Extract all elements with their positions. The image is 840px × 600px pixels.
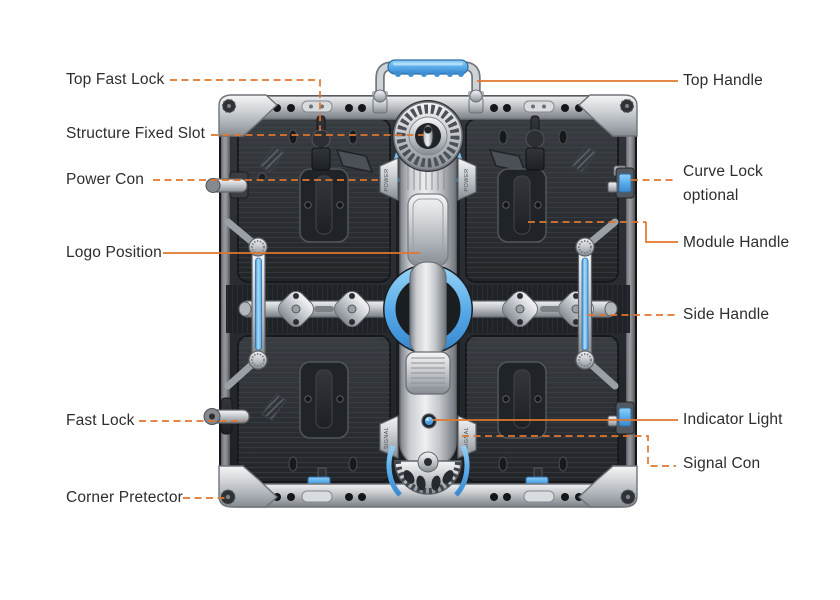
top-fast-lock-rods xyxy=(311,115,545,171)
label-structure-fixed-slot: Structure Fixed Slot xyxy=(66,125,206,142)
label-logo-position: Logo Position xyxy=(66,244,162,261)
module-handle-slot-top-left xyxy=(299,168,349,243)
crossbar-left xyxy=(238,291,393,327)
blue-accent-fan-left xyxy=(386,444,402,497)
leader-top-fast-lock xyxy=(170,79,321,131)
curve-lock-upper-right xyxy=(607,165,635,199)
power-connector-left: POWER xyxy=(379,157,399,201)
module-handle-slots xyxy=(299,168,547,439)
vent-paddles xyxy=(258,144,598,422)
blue-ring xyxy=(383,261,473,357)
spine-grip xyxy=(405,351,451,395)
bottom-fan xyxy=(386,444,470,497)
module-handle-slot-bottom-right xyxy=(497,361,547,439)
logo-plate xyxy=(407,193,449,267)
blue-accent-fan-right xyxy=(454,444,470,497)
connector-wedges: POWER POWER SIGNAL SIGNAL xyxy=(379,157,477,459)
label-curve-lock-optional: optional xyxy=(683,187,739,204)
label-corner-pretector: Corner Pretector xyxy=(66,489,183,506)
top-handle-grip xyxy=(387,59,469,77)
center-spine xyxy=(383,126,473,470)
corner-protector-bottom-right xyxy=(620,489,636,505)
label-curve-lock: Curve Lock xyxy=(683,163,763,180)
side-handle-right xyxy=(575,218,619,390)
module-handle-slot-bottom-left xyxy=(299,361,349,439)
left-frame-edge xyxy=(221,110,230,492)
power-connector-right: POWER xyxy=(457,157,477,201)
label-fast-lock: Fast Lock xyxy=(66,412,135,429)
power-connector-label: POWER xyxy=(464,168,470,191)
label-module-handle: Module Handle xyxy=(683,234,790,251)
curve-lock-lower-right xyxy=(607,401,635,435)
fast-lock-upper-left xyxy=(205,171,267,199)
leader-lines xyxy=(139,79,678,499)
module-handle-slot-top-right xyxy=(497,168,547,243)
corner-protector-top-right xyxy=(619,98,635,114)
leader-module-handle-elbow xyxy=(645,222,678,243)
leader-signal-con xyxy=(462,435,676,467)
signal-connector-label: SIGNAL xyxy=(384,427,390,449)
power-connector-label: POWER xyxy=(384,168,390,191)
label-side-handle: Side Handle xyxy=(683,306,770,323)
top-handle xyxy=(372,59,484,114)
corner-protector-top-left xyxy=(221,98,237,114)
corner-protectors xyxy=(220,98,636,505)
label-signal-con: Signal Con xyxy=(683,455,761,472)
panel-bolts xyxy=(288,129,568,472)
right-frame-edge xyxy=(626,110,635,492)
top-fast-lock-right xyxy=(525,115,545,171)
side-handle-left xyxy=(224,218,268,390)
label-power-con: Power Con xyxy=(66,171,145,188)
indicator-light xyxy=(421,413,437,429)
signal-connector-label: SIGNAL xyxy=(464,427,470,449)
label-top-fast-lock: Top Fast Lock xyxy=(66,71,165,88)
label-indicator-light: Indicator Light xyxy=(683,411,783,428)
top-fast-lock-left xyxy=(311,115,331,171)
corner-protector-bottom-left xyxy=(220,489,236,505)
label-top-handle: Top Handle xyxy=(683,72,763,89)
top-hub xyxy=(392,100,464,172)
